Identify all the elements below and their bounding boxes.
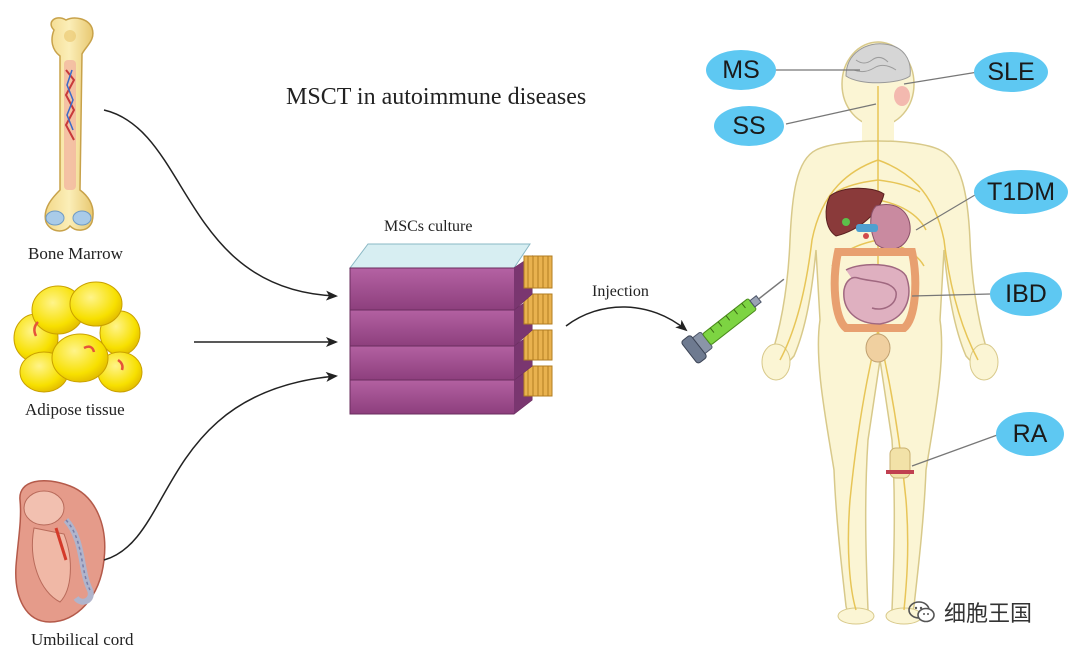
diagram-title: MSCT in autoimmune diseases bbox=[286, 84, 587, 110]
watermark: 细胞王国 bbox=[908, 596, 1032, 628]
source-label-umbilical-cord: Umbilical cord bbox=[31, 630, 134, 649]
arrow-umbilical bbox=[103, 371, 338, 561]
injection-label: Injection bbox=[592, 283, 649, 300]
disease-badge-ms: MS bbox=[706, 50, 776, 90]
msc-culture-label: MSCs culture bbox=[384, 218, 473, 235]
msc-culture-flasks bbox=[349, 243, 553, 415]
wechat-icon bbox=[908, 601, 935, 623]
disease-badge-ra: RA bbox=[996, 412, 1064, 456]
disease-badge-sle: SLE bbox=[974, 52, 1048, 92]
umbilical-cord-illustration bbox=[15, 479, 106, 623]
disease-badge-ss: SS bbox=[714, 106, 784, 146]
bone-marrow-illustration bbox=[44, 17, 94, 232]
arrow-injection bbox=[565, 306, 688, 332]
adipose-tissue-illustration bbox=[13, 281, 143, 393]
disease-badge-ibd: IBD bbox=[990, 272, 1062, 316]
human-body-illustration bbox=[761, 41, 999, 625]
arrow-bone-marrow bbox=[103, 109, 338, 301]
disease-leader-lines bbox=[772, 69, 1001, 467]
syringe-illustration bbox=[681, 278, 785, 364]
source-label-adipose-tissue: Adipose tissue bbox=[25, 400, 125, 419]
source-label-bone-marrow: Bone Marrow bbox=[28, 244, 123, 263]
watermark-text: 细胞王国 bbox=[944, 602, 1033, 627]
disease-badge-t1dm: T1DM bbox=[974, 170, 1068, 214]
